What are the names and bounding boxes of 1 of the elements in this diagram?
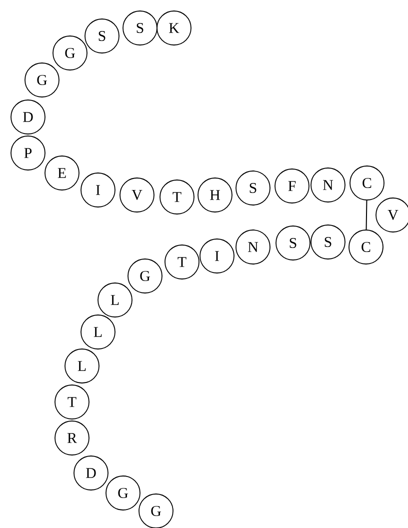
disulfide-bond <box>366 200 368 230</box>
